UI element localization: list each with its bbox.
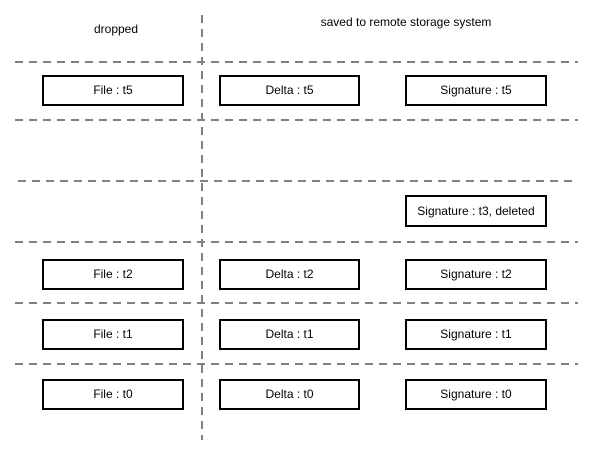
file-label-t5: File : t5: [93, 83, 133, 97]
signature-label-t1: Signature : t1: [440, 327, 512, 341]
file-label-t0: File : t0: [93, 387, 133, 401]
signature-box-t3-deleted: Signature : t3, deleted: [405, 195, 547, 227]
delta-box-t1: Delta : t1: [219, 319, 360, 350]
delta-label-t2: Delta : t2: [265, 267, 313, 281]
header-saved-remote: saved to remote storage system: [321, 15, 492, 29]
signature-label-t0: Signature : t0: [440, 387, 512, 401]
signature-label-t5: Signature : t5: [440, 83, 512, 97]
file-label-t1: File : t1: [93, 327, 133, 341]
file-box-t2: File : t2: [42, 259, 184, 290]
delta-label-t1: Delta : t1: [265, 327, 313, 341]
signature-label-t3: Signature : t3, deleted: [417, 204, 534, 218]
file-box-t0: File : t0: [42, 379, 184, 410]
delta-box-t0: Delta : t0: [219, 379, 360, 410]
signature-box-t5: Signature : t5: [405, 75, 547, 106]
delta-box-t5: Delta : t5: [219, 75, 360, 106]
signature-box-t1: Signature : t1: [405, 319, 547, 350]
file-box-t5: File : t5: [42, 75, 184, 106]
header-dropped: dropped: [94, 22, 138, 36]
file-box-t1: File : t1: [42, 319, 184, 350]
delta-box-t2: Delta : t2: [219, 259, 360, 290]
signature-label-t2: Signature : t2: [440, 267, 512, 281]
delta-label-t0: Delta : t0: [265, 387, 313, 401]
signature-box-t2: Signature : t2: [405, 259, 547, 290]
signature-box-t0: Signature : t0: [405, 379, 547, 410]
delta-label-t5: Delta : t5: [265, 83, 313, 97]
file-label-t2: File : t2: [93, 267, 133, 281]
